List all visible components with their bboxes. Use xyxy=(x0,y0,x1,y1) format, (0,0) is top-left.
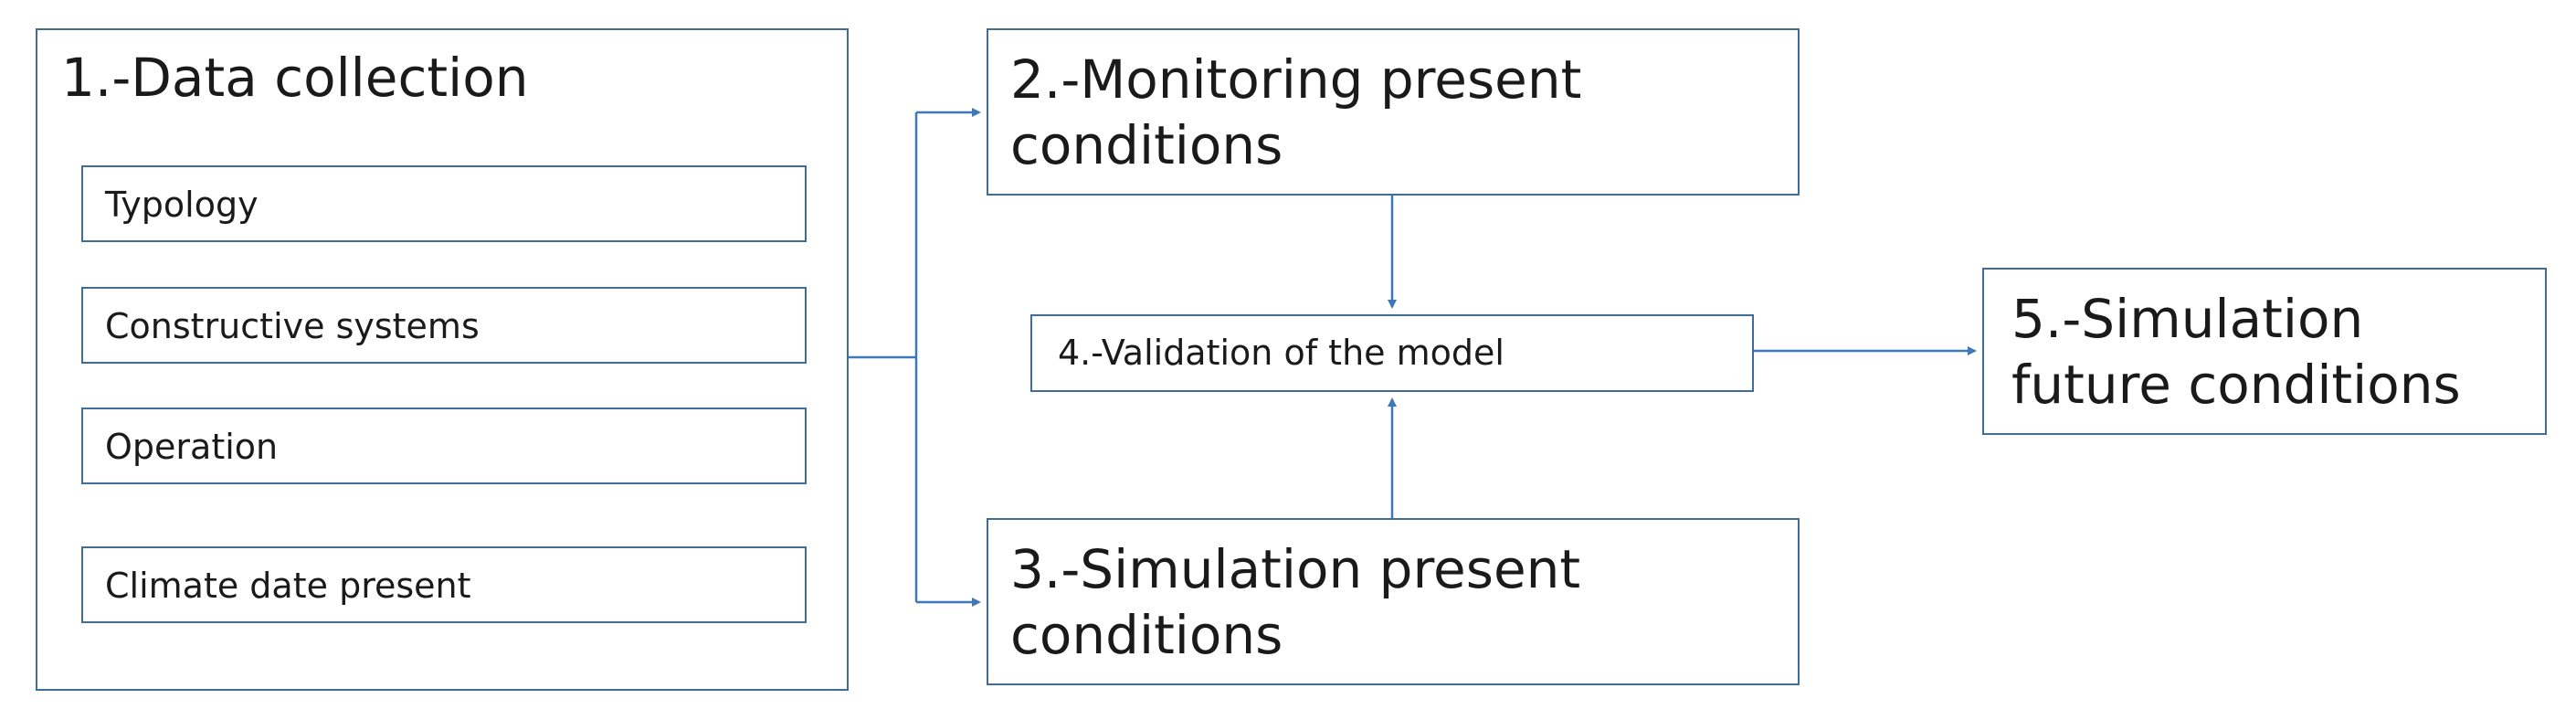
simulation-future-box: 5.-Simulation future conditions xyxy=(1982,268,2547,435)
operation-label: Operation xyxy=(105,427,279,467)
data-collection-box: 1.-Data collection Typology Constructive… xyxy=(36,28,849,691)
data-collection-title: 1.-Data collection xyxy=(61,47,529,109)
constructive-systems-label: Constructive systems xyxy=(105,306,480,346)
climate-date-present-box: Climate date present xyxy=(81,546,807,623)
validation-label: 4.-Validation of the model xyxy=(1058,333,1504,373)
typology-label: Typology xyxy=(105,185,259,225)
validation-box: 4.-Validation of the model xyxy=(1030,314,1754,392)
simulation-present-label: 3.-Simulation present conditions xyxy=(1010,538,1581,666)
monitoring-label: 2.-Monitoring present conditions xyxy=(1010,48,1582,176)
simulation-future-label: 5.-Simulation future conditions xyxy=(2011,288,2461,416)
monitoring-box: 2.-Monitoring present conditions xyxy=(987,28,1800,196)
operation-box: Operation xyxy=(81,408,807,484)
climate-date-present-label: Climate date present xyxy=(105,566,471,606)
simulation-present-box: 3.-Simulation present conditions xyxy=(987,518,1800,685)
constructive-systems-box: Constructive systems xyxy=(81,287,807,364)
typology-box: Typology xyxy=(81,165,807,242)
